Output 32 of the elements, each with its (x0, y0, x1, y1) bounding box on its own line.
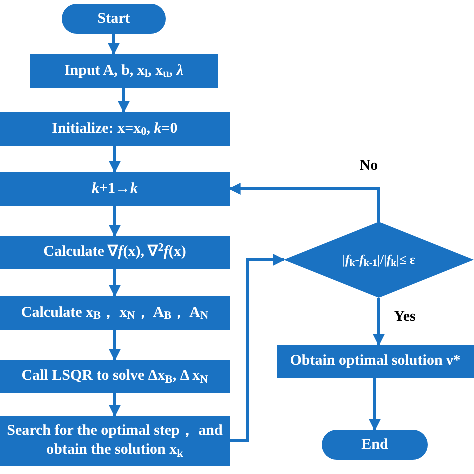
node-text: Input A, b, x$_{l}$, x$_{u}$, λ (63, 62, 185, 80)
arrow (230, 254, 286, 442)
process-box (0, 172, 230, 206)
arrow (228, 183, 380, 222)
arrow (109, 269, 121, 298)
process-box (0, 112, 230, 146)
arrow (109, 206, 121, 238)
arrow (373, 298, 385, 346)
arrow (109, 330, 121, 362)
node-text: Obtain optimal solution ν* (289, 352, 462, 371)
terminal-pill (62, 4, 166, 34)
node-text: Search for the optimal step， and obtain the solution x$_{k}$ (6, 422, 224, 460)
arrow (108, 34, 120, 56)
process-box (0, 236, 230, 269)
node-text: k+1→k (90, 180, 140, 198)
node-text: Start (96, 10, 132, 28)
arrow (118, 88, 130, 114)
process-box (0, 416, 230, 466)
node-text: Calculate x$_{B}$， x$_{N}$， A$_{B}$， A$_{N}$ (20, 304, 210, 322)
process-box (0, 360, 230, 393)
arrow (109, 393, 121, 418)
node-text: End (360, 436, 390, 454)
terminal-pill (322, 430, 428, 460)
process-box (30, 54, 218, 88)
node-text: |f$_{k}$-f$_{k-1}$|/|f$_{k}$|≤ ε (342, 252, 416, 268)
node-text: Initialize: x=x$_{0}$, k=0 (51, 120, 179, 138)
process-box (277, 345, 474, 378)
arrow (369, 378, 381, 432)
node-text: Call LSQR to solve Δx$_{B}$, Δ x$_{N}$ (20, 367, 210, 386)
arrow (109, 146, 121, 174)
node-text: Calculate ∇f(x), ∇$^{2}$f(x) (42, 243, 188, 262)
process-box (0, 296, 230, 330)
